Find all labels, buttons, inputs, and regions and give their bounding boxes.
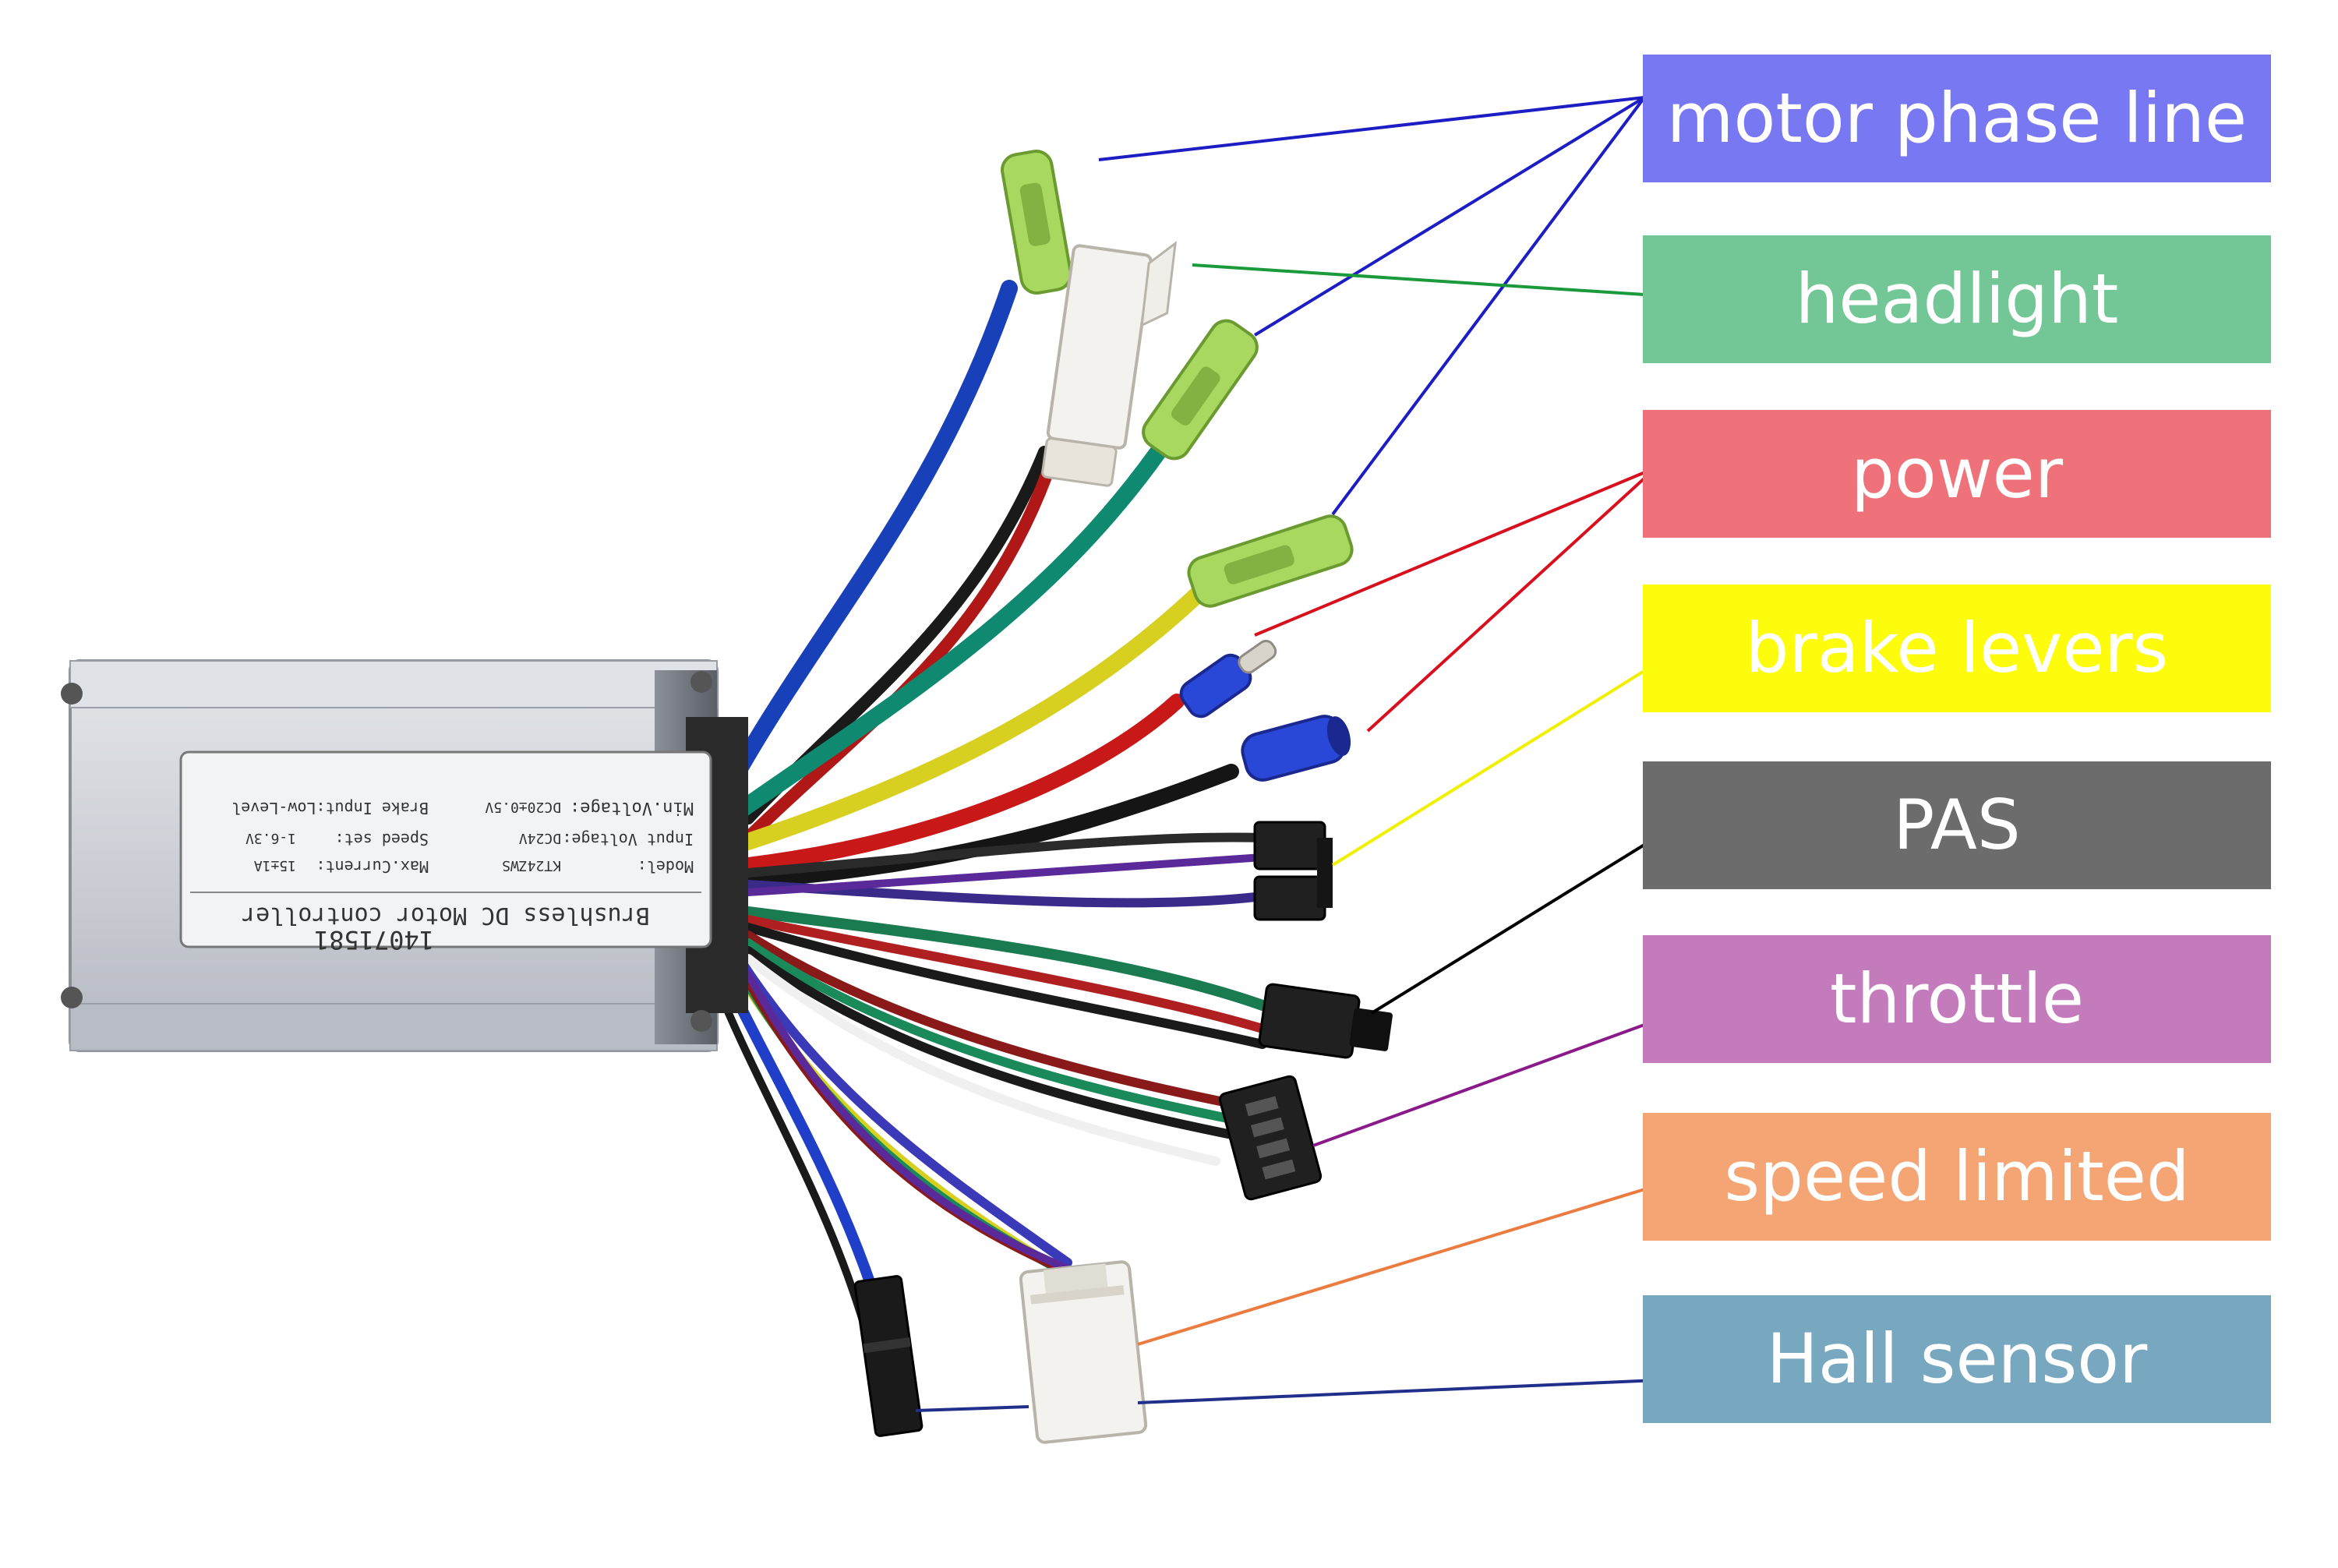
speed-set-label: Speed set: — [335, 830, 429, 849]
label-brake-levers: brake levers — [1643, 584, 2271, 712]
label-hall-sensor: Hall sensor — [1643, 1295, 2271, 1423]
wire-green-phase — [732, 428, 1178, 819]
wire-hall-5 — [744, 970, 1095, 1282]
wire-throttle-1 — [743, 931, 1252, 1111]
controller-serial: 14071581 — [314, 925, 434, 955]
leader-speed — [1137, 1183, 1661, 1346]
leader-lines — [915, 96, 1685, 1412]
max-current-label: Max.Current: — [316, 857, 429, 876]
label-speed-limited-text: speed limited — [1724, 1136, 2190, 1217]
wire-throttle-3 — [743, 946, 1252, 1142]
wire-red-power — [740, 694, 1185, 873]
label-power: power — [1643, 410, 2271, 538]
min-voltage-value: DC20±0.5V — [485, 799, 561, 815]
connectors — [853, 149, 1393, 1444]
label-headlight: headlight — [1643, 235, 2271, 363]
brake-input-label: Brake Input:Low-Level — [231, 799, 429, 818]
label-headlight-text: headlight — [1795, 259, 2119, 339]
wire-throttle-4 — [743, 954, 1220, 1166]
label-pas-text: PAS — [1893, 785, 2021, 865]
headlight-connector — [1041, 241, 1178, 487]
brake-connector — [1253, 821, 1333, 921]
leader-hall-1 — [1137, 1378, 1676, 1404]
controller-box: Brushless DC Motor controller Model: KT2… — [61, 659, 748, 1052]
screw — [690, 1010, 712, 1032]
label-throttle-text: throttle — [1830, 959, 2084, 1039]
pas-connector — [1258, 983, 1393, 1059]
speed-set-value: 1-6.3V — [245, 830, 296, 846]
label-speed-limited: speed limited — [1643, 1113, 2271, 1241]
label-motor-phase-line: motor phase line — [1643, 55, 2271, 182]
wire-brake-1 — [743, 832, 1267, 878]
min-voltage-label: Min.Voltage: — [570, 798, 694, 818]
max-current-value: 15±1A — [254, 857, 296, 874]
model-value: KT24ZWS — [502, 857, 561, 874]
controller-title: Brushless DC Motor controller — [242, 902, 650, 929]
hall-black-connector — [853, 1275, 924, 1437]
label-throttle: throttle — [1643, 935, 2271, 1063]
wire-pas-2 — [743, 915, 1267, 1033]
phase-connector-1 — [1001, 149, 1072, 295]
controller-label-plate: Brushless DC Motor controller Model: KT2… — [179, 750, 712, 948]
wire-pas-3 — [743, 923, 1267, 1049]
power-connector-male — [1179, 639, 1277, 719]
model-label: Model: — [637, 857, 694, 876]
hall-connector — [1019, 1260, 1148, 1444]
leader-phase-1 — [1098, 96, 1645, 161]
label-motor-phase-line-text: motor phase line — [1666, 78, 2248, 158]
input-voltage-label: Input Voltage: — [562, 830, 694, 849]
wire-yellow-phase — [740, 568, 1224, 850]
input-voltage-value: DC24V — [519, 830, 561, 846]
screw — [690, 671, 712, 693]
wire-black-power — [740, 764, 1239, 888]
leader-hall-2 — [915, 1405, 1029, 1412]
label-hall-sensor-text: Hall sensor — [1766, 1319, 2148, 1399]
wire-red-headlight — [746, 454, 1058, 840]
screw — [61, 987, 83, 1008]
wire-hall-1 — [720, 931, 1072, 1267]
phase-connector-2 — [1142, 319, 1259, 461]
leader-phase-3 — [1331, 96, 1646, 516]
throttle-connector — [1218, 1075, 1323, 1201]
wire-throttle-2 — [743, 938, 1252, 1127]
leader-phase-2 — [1253, 96, 1646, 337]
leader-pas — [1370, 819, 1685, 1015]
label-pas: PAS — [1643, 761, 2271, 889]
leader-power-2 — [1366, 466, 1658, 733]
wire-pas-1 — [743, 906, 1268, 1011]
wire-brake-3 — [744, 853, 1266, 896]
label-brake-levers-text: brake levers — [1745, 608, 2169, 688]
screw — [61, 683, 83, 705]
wire-blue-phase — [716, 280, 1018, 803]
leader-brake — [1331, 670, 1644, 867]
phase-connector-3 — [1187, 514, 1354, 608]
leader-headlight — [1192, 263, 1645, 296]
power-connector-female — [1241, 715, 1351, 782]
label-power-text: power — [1851, 433, 2063, 514]
leader-throttle — [1312, 1015, 1669, 1147]
leader-power-1 — [1254, 466, 1657, 637]
wire-black-headlight — [742, 446, 1051, 825]
